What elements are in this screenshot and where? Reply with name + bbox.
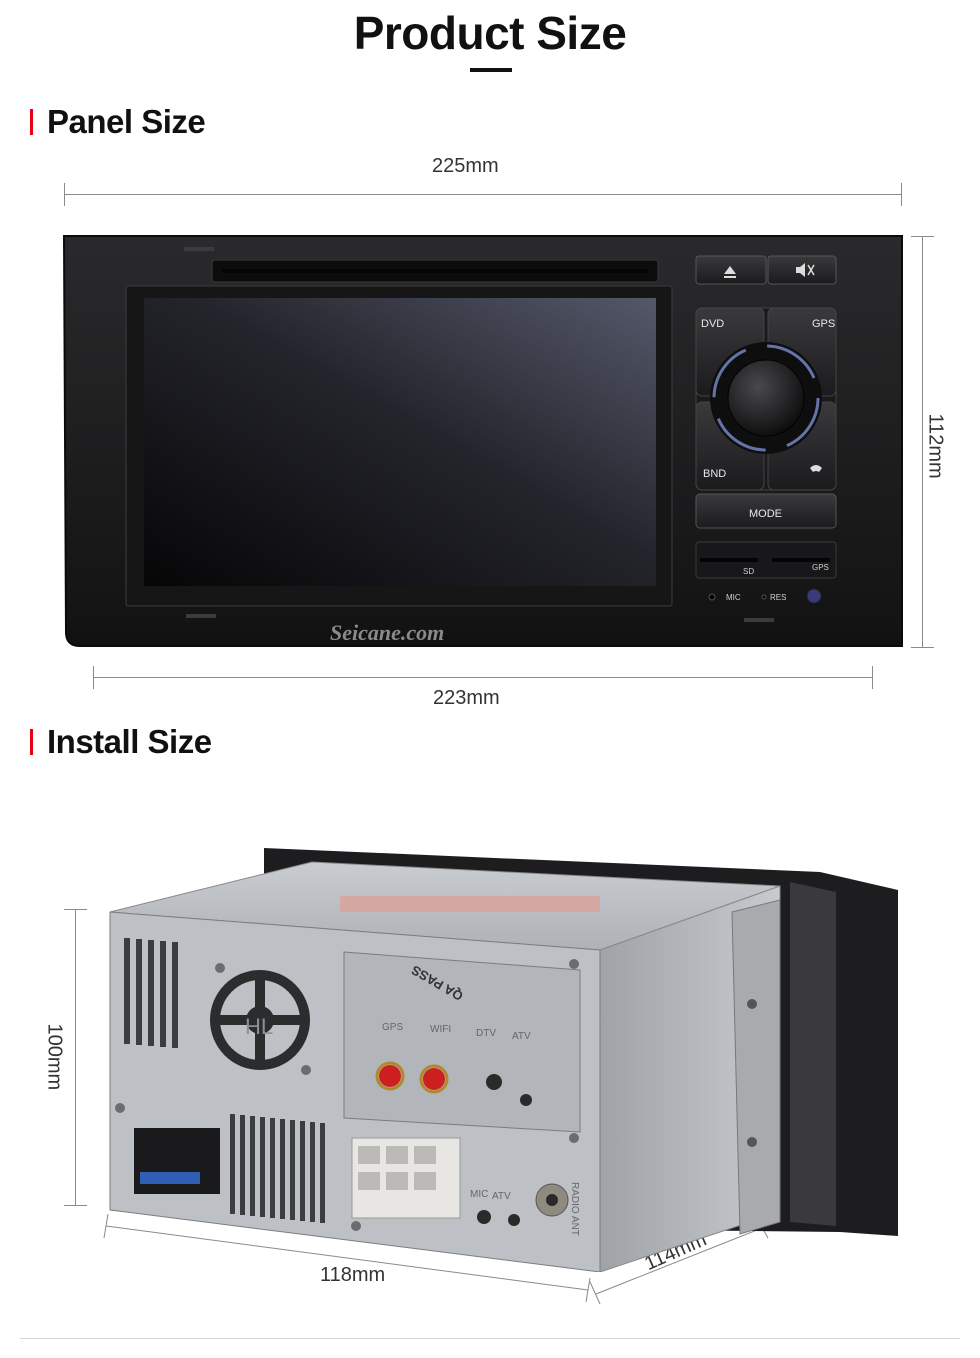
install-height-tick-top: [64, 909, 87, 910]
panel-size-heading: Panel Size: [30, 102, 206, 142]
vent-grille-left: [124, 938, 178, 1048]
install-width-label: 118mm: [320, 1264, 386, 1286]
phone-icon: [810, 465, 822, 472]
radio-ant-label: RADIO ANT: [569, 1182, 580, 1236]
panel-top-width-tick-right: [901, 183, 902, 206]
mounting-bracket: [731, 899, 781, 1235]
panel-height-tick-top: [911, 236, 934, 237]
panel-size-title: Panel Size: [47, 103, 206, 140]
mode-label: MODE: [749, 508, 782, 520]
gps-antenna-connector: [375, 1061, 405, 1091]
main-harness-connector: [134, 1128, 220, 1194]
dvd-label: DVD: [701, 318, 724, 330]
panel-height-label: 112mm: [924, 413, 947, 479]
atv-input-label: ATV: [492, 1191, 511, 1202]
page-title: Product Size: [353, 7, 627, 59]
panel-bottom-width-label: 223mm: [433, 687, 500, 709]
section-accent-bar: [30, 109, 33, 135]
panel-height-line: [922, 236, 923, 648]
gps-card-slot: [772, 558, 830, 562]
sd-label: SD: [743, 567, 754, 576]
antenna-section: [343, 951, 581, 1133]
dtv-port-label: DTV: [476, 1028, 496, 1039]
install-size-heading: Install Size: [30, 722, 212, 762]
reset-hole[interactable]: [761, 594, 767, 600]
volume-knob[interactable]: [727, 359, 805, 437]
res-label: RES: [770, 593, 786, 602]
eject-icon: [724, 266, 736, 278]
atv-port: [520, 1094, 532, 1106]
install-height-label: 100mm: [43, 1023, 66, 1091]
sd-slot: [700, 558, 758, 562]
section-accent-bar: [30, 729, 33, 755]
wifi-port-label: WIFI: [430, 1024, 451, 1035]
mute-icon: [796, 263, 815, 277]
fan-logo: HL: [245, 1014, 273, 1039]
install-size-title: Install Size: [47, 723, 212, 760]
ir-sensor: [806, 588, 822, 604]
install-height-line: [75, 909, 76, 1206]
rear-chassis-image: HL QA PASS GPS WIFI DTV ATV MIC ATV RADI…: [109, 848, 898, 1272]
front-panel-image: Seicane.com DVD GPS BND MODE SD GPS MIC …: [62, 235, 903, 647]
gps-label: GPS: [812, 318, 835, 330]
bnd-label: BND: [703, 468, 726, 480]
warning-label: [340, 896, 600, 912]
mic-port: [477, 1210, 491, 1224]
mic-port-label: MIC: [470, 1189, 488, 1200]
panel-bottom-width-line: [93, 677, 873, 678]
panel-top-width-label: 225mm: [432, 155, 499, 177]
atv-port-label: ATV: [512, 1031, 531, 1042]
panel-bottom-width-tick-left: [93, 666, 94, 689]
install-height-tick-bottom: [64, 1205, 87, 1206]
screen: [144, 298, 656, 586]
mode-button[interactable]: [695, 493, 837, 529]
mic-hole: [708, 593, 716, 601]
panel-top-width-line: [64, 194, 902, 195]
dtv-port: [486, 1074, 502, 1090]
panel-height-tick-bottom: [911, 647, 934, 648]
chassis-screws: [115, 959, 579, 1231]
title-underline: [470, 68, 512, 72]
card-slot-panel: [695, 541, 837, 579]
vent-grille-right: [230, 1114, 325, 1223]
gps-slot-label: GPS: [812, 563, 829, 572]
footer-divider: [20, 1338, 960, 1339]
seicane-watermark: Seicane.com: [330, 620, 444, 645]
panel-bottom-width-tick-right: [872, 666, 873, 689]
gps-port-label: GPS: [382, 1022, 403, 1033]
wifi-antenna-connector: [419, 1064, 449, 1094]
atv-input-port: [508, 1214, 520, 1226]
install-width-dimension: [103, 1213, 591, 1303]
panel-top-width-tick-left: [64, 183, 65, 206]
mic-label: MIC: [726, 593, 741, 602]
